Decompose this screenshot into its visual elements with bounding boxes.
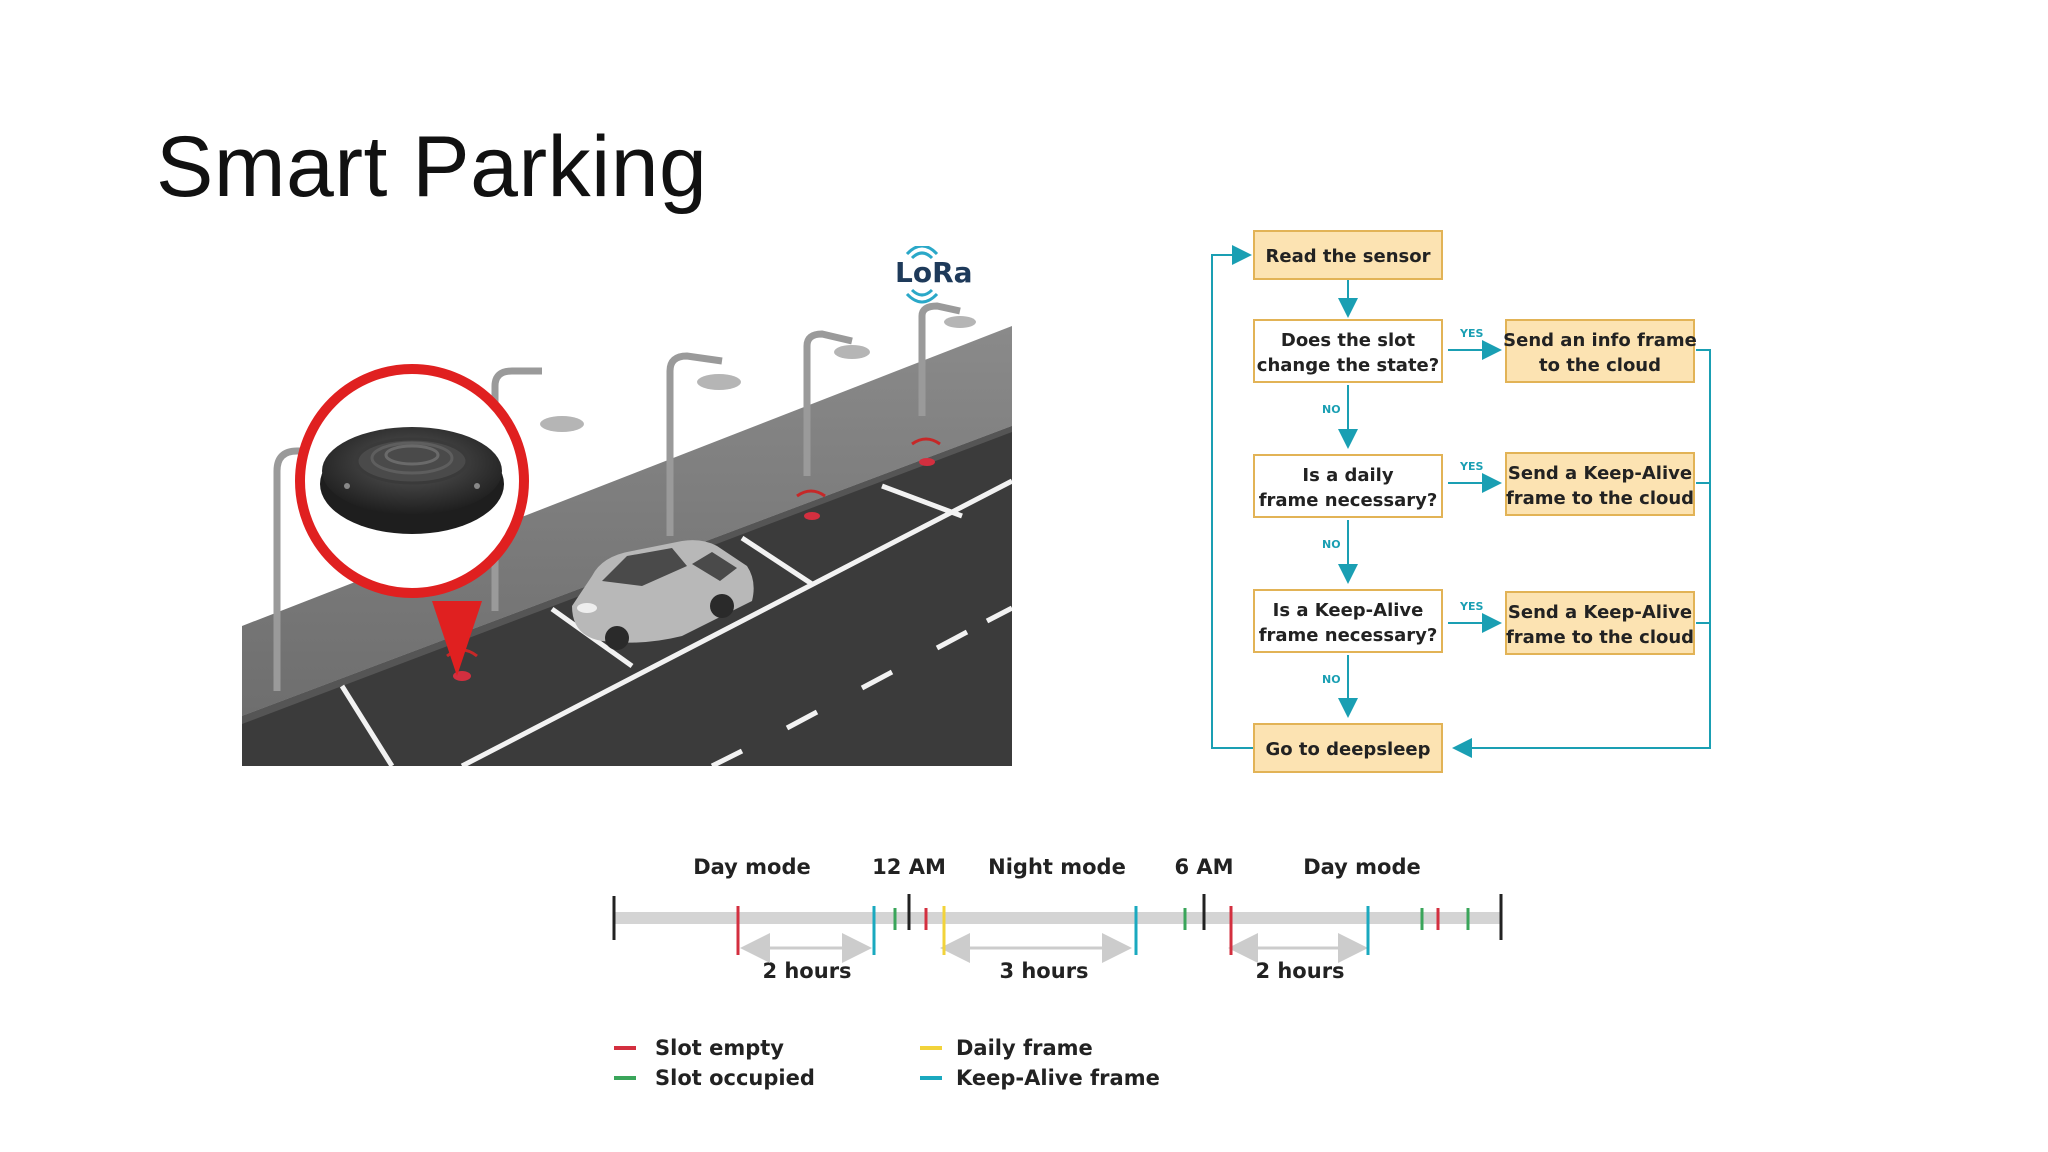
legend-keepalive-frame: Keep-Alive frame bbox=[956, 1066, 1160, 1090]
lane-dashes bbox=[710, 605, 1012, 766]
flow-a2-line2: frame to the cloud bbox=[1506, 488, 1694, 509]
timeline-bar bbox=[614, 912, 1500, 924]
legend-daily-frame: Daily frame bbox=[956, 1036, 1093, 1060]
yes-label-2: YES bbox=[1459, 460, 1483, 473]
flow-q3-line1: Is a Keep-Alive bbox=[1273, 600, 1424, 621]
flow-end: Go to deepsleep bbox=[1265, 739, 1430, 760]
flow-q1-line1: Does the slot bbox=[1281, 330, 1416, 351]
flow-a3-line2: frame to the cloud bbox=[1506, 627, 1694, 648]
flow-a1-line2: to the cloud bbox=[1539, 355, 1661, 376]
timeline: Day mode 12 AM Night mode 6 AM Day mode … bbox=[612, 855, 1503, 1090]
legend: Slot empty Slot occupied Daily frame Kee… bbox=[614, 1036, 1160, 1090]
flow-yes-labels: YES YES YES NO NO NO bbox=[1322, 327, 1483, 686]
label-day-mode-2: Day mode bbox=[1303, 855, 1421, 879]
sensor-callout bbox=[295, 364, 529, 676]
lora-logo-text: LoRa bbox=[895, 256, 973, 289]
street-lamps bbox=[273, 302, 961, 691]
yes-label-3: YES bbox=[1459, 600, 1483, 613]
car bbox=[572, 540, 754, 650]
flow-q2-line1: Is a daily bbox=[1302, 465, 1393, 486]
flow-a3-line1: Send a Keep-Alive bbox=[1508, 602, 1692, 623]
label-day-mode-1: Day mode bbox=[693, 855, 811, 879]
flowchart: YES YES YES NO NO NO Read the sensor Doe… bbox=[1211, 230, 1711, 773]
interval-label-1: 2 hours bbox=[762, 959, 851, 983]
flow-q3-line2: frame necessary? bbox=[1259, 625, 1438, 646]
no-label-3: NO bbox=[1322, 673, 1341, 686]
label-night-mode: Night mode bbox=[988, 855, 1126, 879]
interval-label-2: 3 hours bbox=[999, 959, 1088, 983]
flow-boxes bbox=[1253, 230, 1695, 773]
flow-q1-line2: change the state? bbox=[1257, 355, 1439, 376]
flow-arrows bbox=[1211, 245, 1711, 758]
flow-start: Read the sensor bbox=[1266, 246, 1431, 267]
lora-logo: LoRa bbox=[895, 246, 973, 304]
no-label-2: NO bbox=[1322, 538, 1341, 551]
flow-q2-line2: frame necessary? bbox=[1259, 490, 1438, 511]
yes-label-1: YES bbox=[1459, 327, 1483, 340]
flow-a1-line1: Send an info frame bbox=[1503, 330, 1697, 351]
interval-label-3: 2 hours bbox=[1255, 959, 1344, 983]
label-6am: 6 AM bbox=[1174, 855, 1233, 879]
label-12am: 12 AM bbox=[872, 855, 946, 879]
slide-title: Smart Parking bbox=[156, 119, 708, 215]
parking-illustration: LoRa bbox=[242, 246, 1012, 766]
no-label-1: NO bbox=[1322, 403, 1341, 416]
sidewalk bbox=[242, 326, 1012, 716]
legend-slot-empty: Slot empty bbox=[655, 1036, 784, 1060]
legend-slot-occupied: Slot occupied bbox=[655, 1066, 815, 1090]
parking-lines bbox=[339, 478, 1012, 766]
timeline-ticks bbox=[612, 894, 1503, 955]
flow-a2-line1: Send a Keep-Alive bbox=[1508, 463, 1692, 484]
